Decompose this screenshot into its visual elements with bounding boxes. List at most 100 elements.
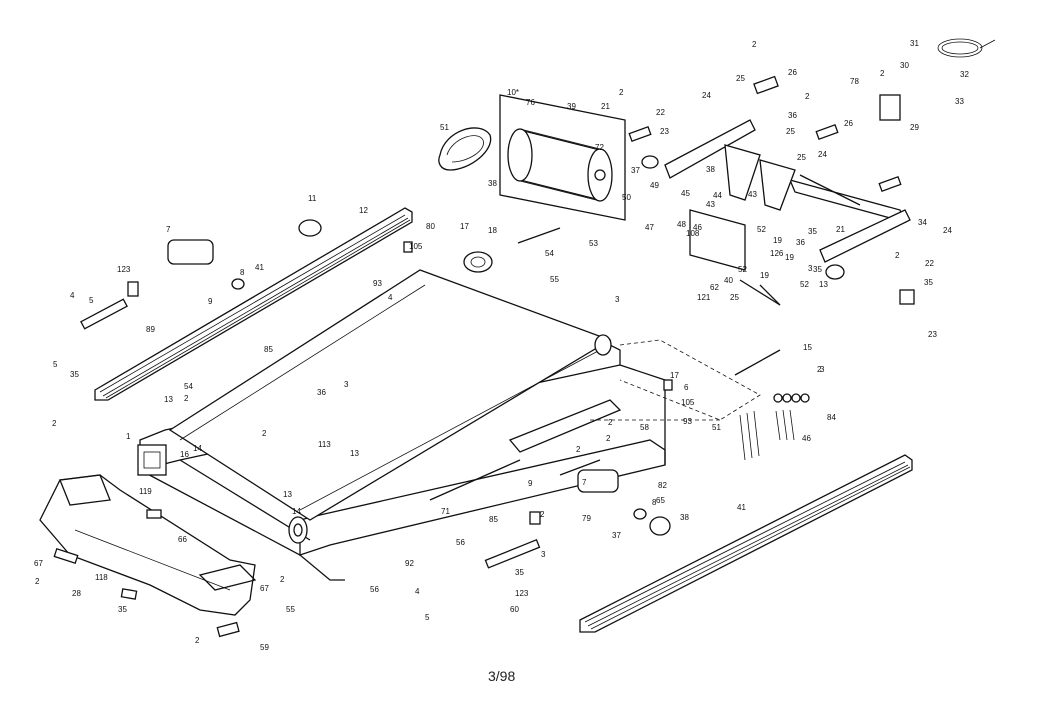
- part-callout: 38: [680, 513, 689, 522]
- part-callout: 49: [650, 181, 659, 190]
- part-callout: 7: [582, 478, 587, 487]
- part-callout: 2: [608, 418, 613, 427]
- part-callout: 5: [53, 360, 58, 369]
- part-callout: 113: [318, 440, 331, 449]
- part-callout: 13: [283, 490, 292, 499]
- part-callout: 10*: [507, 88, 519, 97]
- front-pulley: [463, 251, 493, 273]
- part-callout: 37: [612, 531, 621, 540]
- left-side-rail: [94, 207, 413, 401]
- part-callout: 89: [146, 325, 155, 334]
- part-callout: 4: [388, 293, 393, 302]
- part-callout: 41: [737, 503, 746, 512]
- part-callout: 79: [582, 514, 591, 523]
- part-callout: 67: [34, 559, 43, 568]
- part-callout: 54: [545, 249, 554, 258]
- part-callout: 25: [730, 293, 739, 302]
- part-callout: 56: [370, 585, 379, 594]
- part-callout: 52: [800, 280, 809, 289]
- part-callout: 50: [622, 193, 631, 202]
- part-callout: 41: [255, 263, 264, 272]
- part-callout: 25: [797, 153, 806, 162]
- part-callout: 65: [656, 496, 665, 505]
- part-callout: 85: [264, 345, 273, 354]
- part-callout: 3: [615, 295, 620, 304]
- part-callout: 5: [89, 296, 94, 305]
- part-callout: 26: [788, 68, 797, 77]
- shafts: [517, 227, 781, 376]
- part-callout: 38: [488, 179, 497, 188]
- part-callout: 25: [736, 74, 745, 83]
- part-callout: 82: [658, 481, 667, 490]
- part-callout: 23: [660, 127, 669, 136]
- part-callout: 80: [426, 222, 435, 231]
- part-callout: 2: [262, 429, 267, 438]
- part-callout: 45: [681, 189, 690, 198]
- part-callout: 13: [164, 395, 173, 404]
- part-callout: 47: [645, 223, 654, 232]
- part-callout: 13: [350, 449, 359, 458]
- drive-motor: [499, 94, 626, 221]
- part-callout: 37: [631, 166, 640, 175]
- part-callout: 3: [808, 264, 813, 273]
- part-callout: 35: [118, 605, 127, 614]
- part-callout: 19: [773, 236, 782, 245]
- part-callout: 44: [713, 191, 722, 200]
- part-callout: 13: [819, 280, 828, 289]
- part-callout: 11: [308, 194, 317, 203]
- part-callout: 36: [317, 388, 326, 397]
- part-callout: 51: [440, 123, 449, 132]
- part-callout: 2: [895, 251, 900, 260]
- part-callout: 4: [70, 291, 75, 300]
- part-callout: 126: [770, 249, 784, 258]
- part-callout: 8: [240, 268, 245, 277]
- part-callout: 24: [818, 150, 827, 159]
- part-callout: 76: [526, 98, 535, 107]
- part-callout: 3: [541, 550, 546, 559]
- part-callout: 18: [488, 226, 497, 235]
- part-callout: 21: [601, 102, 610, 111]
- part-callout: 2: [619, 88, 624, 97]
- part-callout: 19: [785, 253, 794, 262]
- part-callout: 3: [820, 365, 825, 374]
- part-callout: 26: [844, 119, 853, 128]
- part-callout: 58: [640, 423, 649, 432]
- part-callout: 72: [595, 143, 604, 152]
- part-callout: 46: [693, 223, 702, 232]
- part-callout: 32: [960, 70, 969, 79]
- part-callout: 43: [706, 200, 715, 209]
- part-callout: 14: [292, 507, 301, 516]
- part-callout: 30: [900, 61, 909, 70]
- part-callout: 92: [405, 559, 414, 568]
- bolt-set: [739, 393, 810, 461]
- drive-belt: [438, 127, 492, 171]
- part-callout: 17: [460, 222, 469, 231]
- part-callout: 19: [760, 271, 769, 280]
- part-callout: 40: [724, 276, 733, 285]
- part-callout: 52: [757, 225, 766, 234]
- part-callout: 53: [589, 239, 598, 248]
- part-callout: 24: [943, 226, 952, 235]
- part-callout: 12: [359, 206, 368, 215]
- part-callout: 22: [925, 259, 934, 268]
- part-callout: 6: [684, 383, 689, 392]
- part-callout: 16: [180, 450, 189, 459]
- part-callout: 9: [528, 479, 533, 488]
- rear-support-outline: [590, 339, 761, 421]
- part-callout: 14: [193, 444, 202, 453]
- part-callout: 2: [576, 445, 581, 454]
- part-callout: 8: [652, 498, 657, 507]
- part-callout: 4: [415, 587, 420, 596]
- part-callout: 2: [752, 40, 757, 49]
- lift-cable: [937, 38, 996, 58]
- part-callout: 39: [567, 102, 576, 111]
- part-callout: 1: [126, 432, 131, 441]
- part-callout: 24: [702, 91, 711, 100]
- part-callout: 17: [670, 371, 679, 380]
- right-side-rail: [579, 454, 913, 633]
- part-callout: 62: [710, 283, 719, 292]
- part-callout: 93: [373, 279, 382, 288]
- part-callout: 5: [425, 613, 430, 622]
